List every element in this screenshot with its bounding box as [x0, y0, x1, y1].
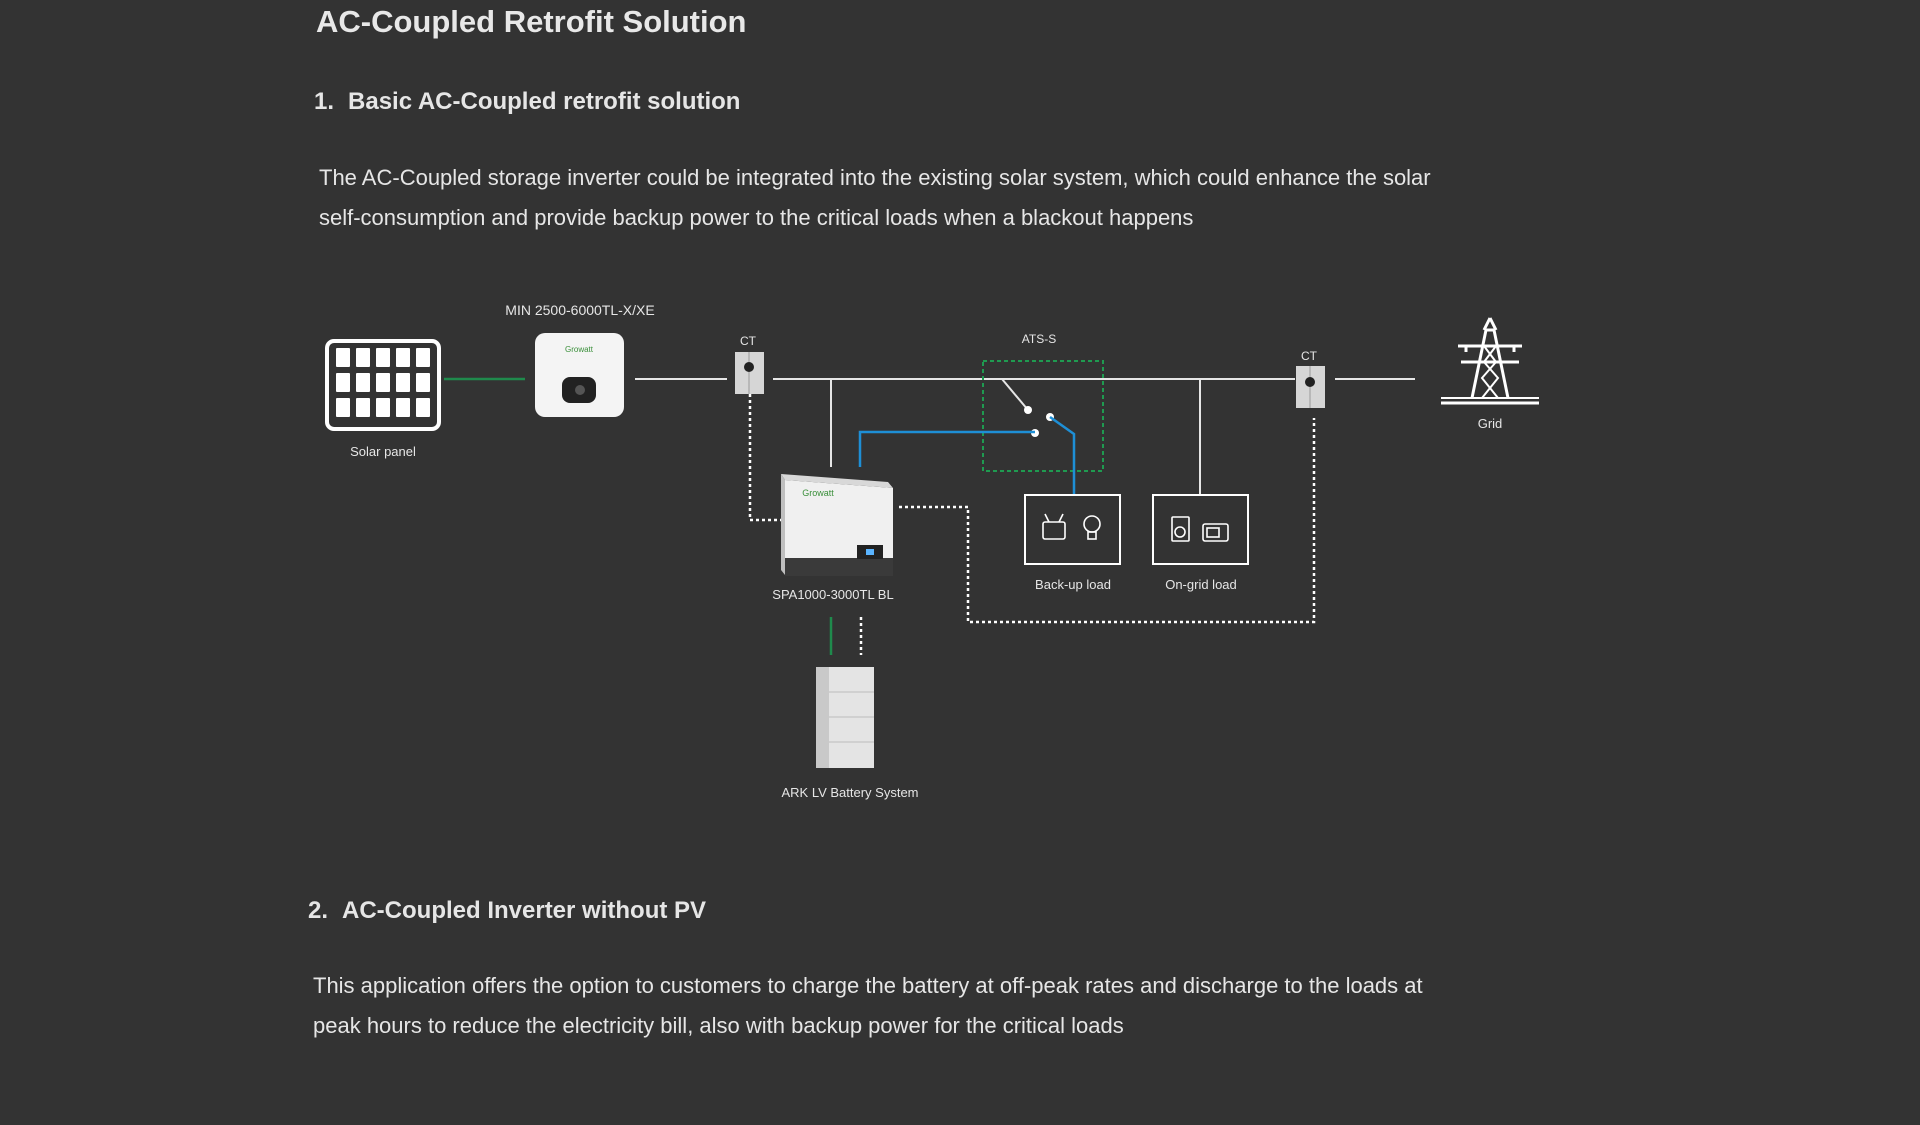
backup-line-2	[1049, 415, 1076, 495]
section-1-number: 1.	[314, 88, 335, 115]
ct-2-icon	[1296, 366, 1325, 408]
storage-inverter-label: SPA1000-3000TL BL	[772, 587, 893, 602]
lightbulb-icon	[1083, 515, 1101, 540]
section-1-paragraph-line-1: The AC-Coupled storage inverter could be…	[319, 165, 1431, 190]
pv-inverter-label: MIN 2500-6000TL-X/XE	[505, 302, 654, 318]
section-1-paragraph: The AC-Coupled storage inverter could be…	[319, 158, 1559, 238]
ongrid-load-box	[1152, 494, 1249, 565]
ongrid-load-label: On-grid load	[1165, 577, 1237, 592]
solar-panel-icon	[325, 339, 441, 431]
pv-inverter-icon	[535, 333, 624, 417]
ct-2-label: CT	[1301, 349, 1318, 363]
section-1-paragraph-line-2: self-consumption and provide backup powe…	[319, 205, 1194, 230]
section-1-title: Basic AC-Coupled retrofit solution	[348, 88, 741, 115]
page-title: AC-Coupled Retrofit Solution	[316, 4, 747, 39]
storage-inverter-icon	[781, 474, 893, 576]
ats-switch-icon	[1001, 378, 1054, 437]
section-2-heading: 2. AC-Coupled Inverter without PV	[308, 897, 706, 925]
backup-line-1	[858, 430, 1035, 467]
grid-tower-icon	[1441, 317, 1539, 405]
pv-inverter-brand: Growatt	[565, 345, 594, 354]
ct-1-comm-line	[748, 394, 782, 522]
storage-inverter-brand: Growatt	[802, 488, 834, 498]
ct-1-label: CT	[740, 334, 757, 348]
ats-label: ATS-S	[1022, 332, 1056, 346]
section-1-heading: 1. Basic AC-Coupled retrofit solution	[314, 88, 740, 116]
section-2-paragraph-line-2: peak hours to reduce the electricity bil…	[313, 1013, 1124, 1038]
backup-load-box	[1024, 494, 1121, 565]
section-2-paragraph: This application offers the option to cu…	[313, 966, 1553, 1046]
grid-label: Grid	[1478, 416, 1503, 431]
section-2-title: AC-Coupled Inverter without PV	[342, 897, 707, 924]
battery-label: ARK LV Battery System	[781, 785, 918, 800]
solar-panel-label: Solar panel	[350, 444, 416, 459]
washing-machine-icon	[1171, 516, 1190, 542]
ats-box	[982, 360, 1104, 472]
system-diagram: Solar panel MIN 2500-6000TL-X/XE Growatt…	[325, 302, 1539, 800]
section-2-paragraph-line-1: This application offers the option to cu…	[313, 973, 1423, 998]
ct-1-icon	[735, 352, 764, 394]
tv-icon	[1042, 513, 1066, 540]
battery-icon	[816, 667, 874, 768]
section-2-number: 2.	[308, 897, 329, 924]
microwave-icon	[1202, 523, 1229, 542]
backup-load-label: Back-up load	[1035, 577, 1111, 592]
